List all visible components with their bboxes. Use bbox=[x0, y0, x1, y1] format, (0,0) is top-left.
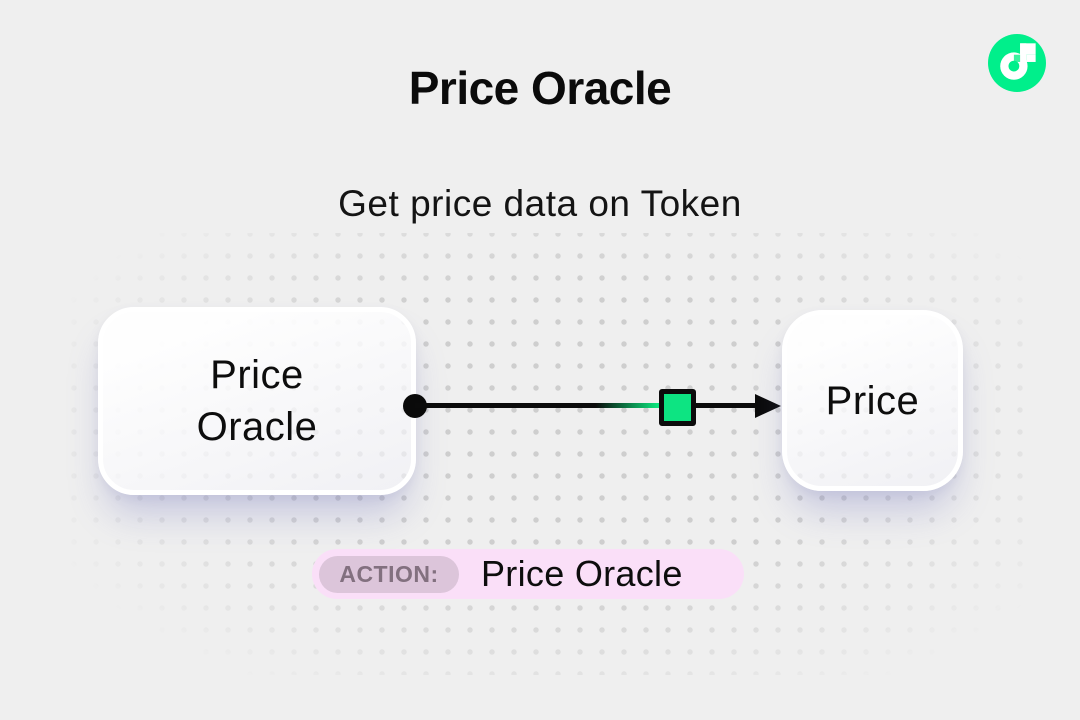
node-price-oracle: Price Oracle bbox=[98, 307, 416, 495]
node-price-oracle-label: Price Oracle bbox=[196, 353, 318, 449]
action-badge: ACTION: Price Oracle bbox=[312, 549, 744, 599]
page-title: Price Oracle bbox=[408, 62, 672, 114]
node-price-label: Price bbox=[825, 378, 920, 423]
edge-marker-square bbox=[659, 389, 696, 426]
edge-arrowhead-icon bbox=[755, 394, 781, 418]
edge-line-continued bbox=[695, 403, 757, 408]
edge-line bbox=[415, 403, 659, 408]
action-badge-label-pill: ACTION: bbox=[319, 555, 459, 593]
action-badge-value: Price Oracle bbox=[481, 553, 683, 594]
page-subtitle: Get price data on Token bbox=[338, 183, 742, 224]
action-badge-label: ACTION: bbox=[339, 560, 439, 587]
flow-logo-icon bbox=[988, 34, 1046, 92]
node-price: Price bbox=[782, 310, 963, 491]
